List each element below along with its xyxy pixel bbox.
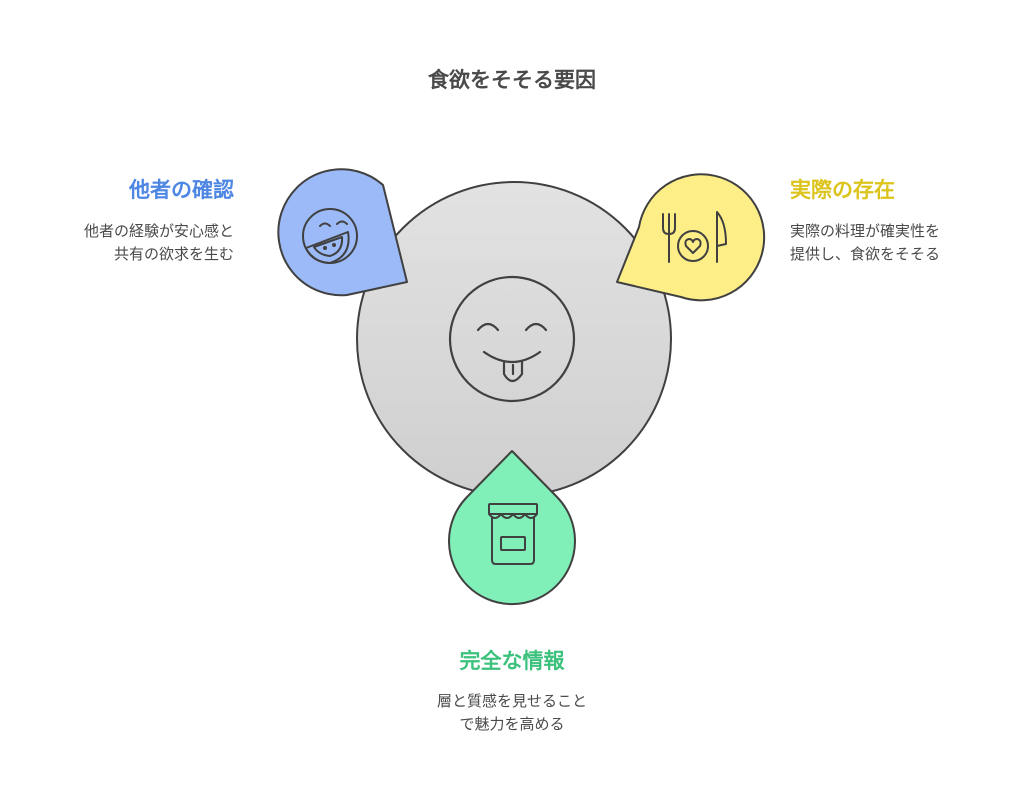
- fork-plate-knife-icon: [662, 211, 727, 263]
- bottom-desc-line-1: 層と質感を見せること: [436, 692, 587, 710]
- left-desc-line-1: 他者の経験が安心感と: [83, 222, 234, 240]
- jar-storefront-icon: [488, 503, 538, 565]
- bottom-desc-line-2: で魅力を高める: [459, 715, 565, 733]
- right-block-description: 実際の料理が確実性を 提供し、食欲をそそる: [790, 220, 940, 266]
- right-desc-line-1: 実際の料理が確実性を: [790, 222, 941, 240]
- bottom-block-title: 完全な情報: [459, 649, 565, 673]
- right-desc-line-2: 提供し、食欲をそそる: [790, 245, 941, 263]
- bottom-drop-shape: [448, 450, 576, 606]
- right-block-title: 実際の存在: [790, 178, 895, 202]
- left-block-title: 他者の確認: [129, 178, 234, 202]
- left-drop-shape: [277, 168, 408, 297]
- left-block-description: 他者の経験が安心感と 共有の欲求を生む: [84, 220, 234, 266]
- eating-watermelon-face-icon: [302, 208, 358, 264]
- center-circle: [356, 181, 672, 497]
- page-title: 食欲をそそる要因: [428, 68, 596, 92]
- bottom-block-description: 層と質感を見せること で魅力を高める: [0, 690, 1024, 736]
- tongue-out-face-icon: [448, 275, 576, 403]
- left-desc-line-2: 共有の欲求を生む: [113, 245, 234, 263]
- right-drop-shape: [616, 173, 766, 302]
